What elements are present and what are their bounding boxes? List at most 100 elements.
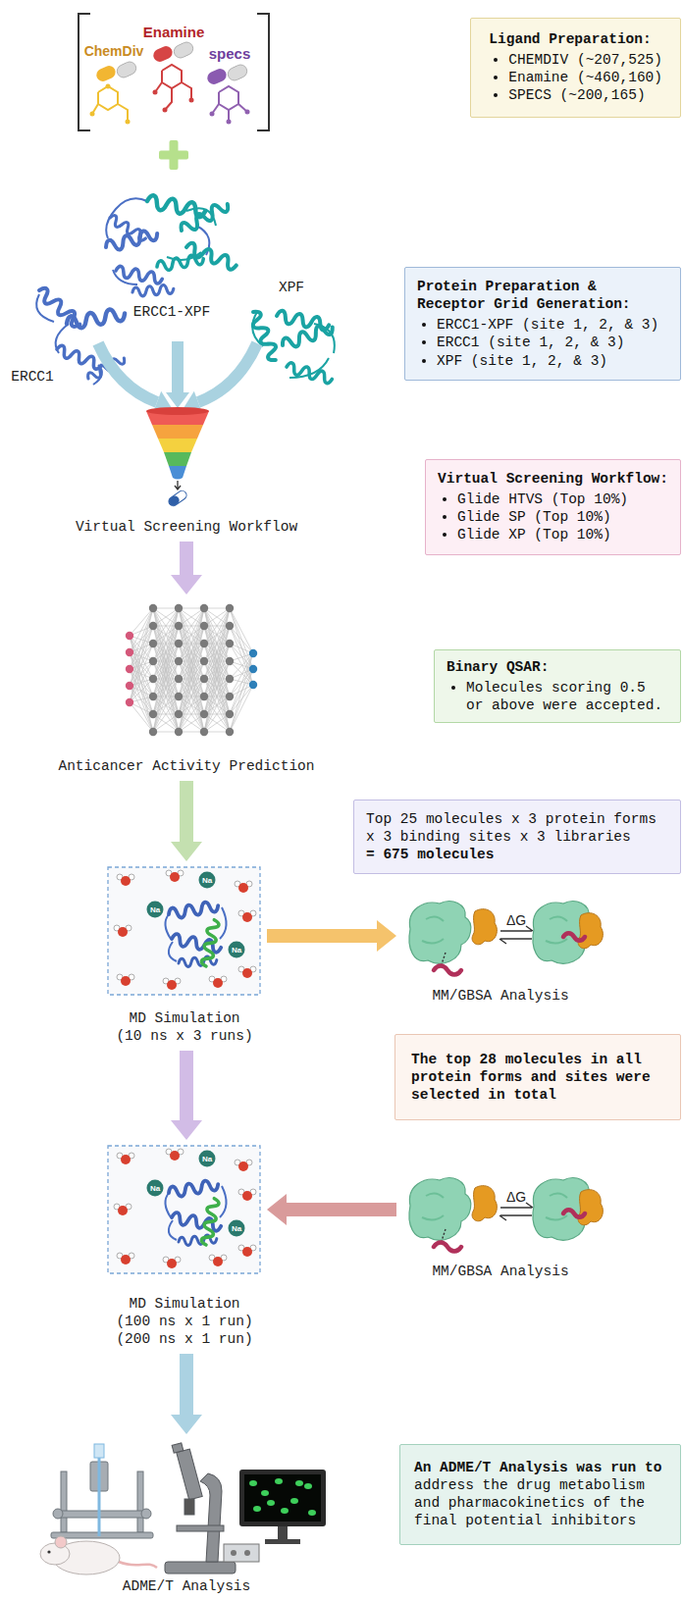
library-icons: [153, 90, 158, 96]
ion-label: Na: [150, 1184, 160, 1194]
network-link: [178, 608, 205, 697]
monitor: [239, 1470, 326, 1545]
mmgbsa-stage: MM/GBSA Analysis: [402, 894, 599, 1005]
ion-label: Na: [231, 1224, 242, 1234]
bullet-item: SPECS (~200,165): [508, 86, 663, 105]
screening-funnel: [146, 407, 210, 416]
network-unit: [174, 622, 183, 631]
ercc1-xpf-structure: [156, 253, 205, 272]
arrow-shaft: [179, 1050, 194, 1122]
library-icons: [205, 66, 229, 87]
network-link: [178, 643, 205, 733]
microscope: [200, 1473, 222, 1563]
pipette: [94, 1444, 105, 1459]
network-link: [153, 608, 179, 697]
library-icons: [151, 44, 175, 64]
monitor: [244, 1474, 321, 1523]
screening-funnel: [166, 489, 189, 509]
activity-prediction-stage: Anticancer Activity Prediction: [53, 600, 319, 776]
network-link: [129, 608, 154, 653]
ion-label: Na: [150, 905, 160, 915]
screening-funnel: [166, 494, 181, 509]
ercc1-xpf-structure: [132, 284, 175, 298]
network-unit: [200, 639, 209, 648]
network-link: [229, 653, 254, 733]
network-link: [153, 643, 179, 733]
network-unit: [149, 710, 158, 719]
bullet-item: Enamine (~460,160): [508, 68, 663, 87]
bullet-item: XPF (site 1, 2, & 3): [436, 352, 669, 370]
bullet-item: ERCC1 (site 1, 2, & 3): [436, 333, 669, 352]
bullet-list: Molecules scoring 0.5 or above were acce…: [446, 679, 669, 715]
network-unit: [149, 675, 158, 683]
library-icons: [245, 109, 251, 115]
network-link: [204, 643, 230, 733]
screening-funnel: [157, 438, 198, 453]
screening-funnel: [163, 452, 192, 467]
mmgbsa-illustration: [409, 1178, 603, 1253]
ligand-prep-box: Ligand Preparation:CHEMDIV (~207,525)Ena…: [470, 17, 682, 118]
library-icons: [210, 109, 251, 125]
flow-arrow: [170, 1050, 203, 1141]
library-logo: specs: [209, 45, 252, 62]
stage-caption: Anticancer Activity Prediction: [57, 757, 315, 776]
protein-label: XPF: [278, 279, 305, 296]
md-simulation-stage: MD Simulation (10 ns x 3 runs): [107, 867, 262, 1046]
network-link: [129, 679, 154, 703]
network-unit: [125, 631, 134, 640]
md-box-illustration: [107, 1146, 261, 1274]
monitor: [308, 1510, 316, 1517]
admet-illustration: [40, 1443, 326, 1576]
monitor: [249, 1480, 258, 1487]
network-unit: [200, 728, 209, 736]
ercc1-structure: [36, 294, 103, 385]
microscope: [164, 1562, 236, 1575]
ercc1-xpf-structure: [114, 265, 163, 285]
bullet-item: CHEMDIV (~207,525): [508, 51, 663, 69]
monitor: [266, 1500, 275, 1507]
arrow-head: [170, 1120, 203, 1141]
flow-arrow: [170, 781, 203, 862]
bullet-item: Glide SP (Top 10%): [457, 508, 669, 526]
free-energy-label: ΔG: [506, 912, 526, 929]
network-link: [129, 702, 154, 733]
network-link: [178, 608, 205, 697]
network-unit: [149, 692, 158, 701]
arrow-shaft: [179, 1354, 194, 1417]
library-icons: [210, 111, 215, 117]
arrow-head: [376, 920, 397, 952]
top-molecules-box: The top 28 molecules in all protein form…: [394, 1034, 682, 1121]
screening-funnel-stage: Virtual Screening Workflow: [58, 408, 315, 536]
network-unit: [149, 657, 158, 666]
network-unit: [249, 649, 258, 658]
network-link: [129, 685, 154, 733]
network-unit: [174, 639, 183, 648]
library-icons: [162, 107, 168, 113]
library-icons: [225, 62, 250, 83]
network-unit: [225, 710, 234, 719]
flow-arrow: [170, 541, 203, 595]
stereotaxic-rig: [54, 1511, 150, 1519]
microscope: [176, 1449, 203, 1501]
network-link: [204, 679, 230, 733]
library-logo: ChemDiv: [84, 43, 145, 59]
stage-caption: MM/GBSA Analysis: [431, 987, 569, 1005]
network-unit: [125, 698, 134, 707]
ion-label: Na: [231, 945, 242, 955]
network-unit: [225, 622, 234, 631]
box-text: = 675 molecules: [366, 845, 669, 864]
microscope: [184, 1499, 195, 1516]
library-icons: [155, 64, 192, 110]
arrow-shaft: [179, 541, 194, 577]
monitor: [249, 1478, 316, 1517]
screening-funnel: [166, 489, 189, 509]
mouse: [54, 1536, 67, 1549]
library-icons: [164, 88, 172, 110]
xpf-structure: [280, 321, 335, 352]
arrow-shaft: [179, 781, 194, 843]
library-bracket: [257, 13, 269, 131]
network-unit: [200, 675, 209, 683]
arrow-head: [170, 1415, 203, 1435]
screening-funnel: [152, 424, 204, 439]
